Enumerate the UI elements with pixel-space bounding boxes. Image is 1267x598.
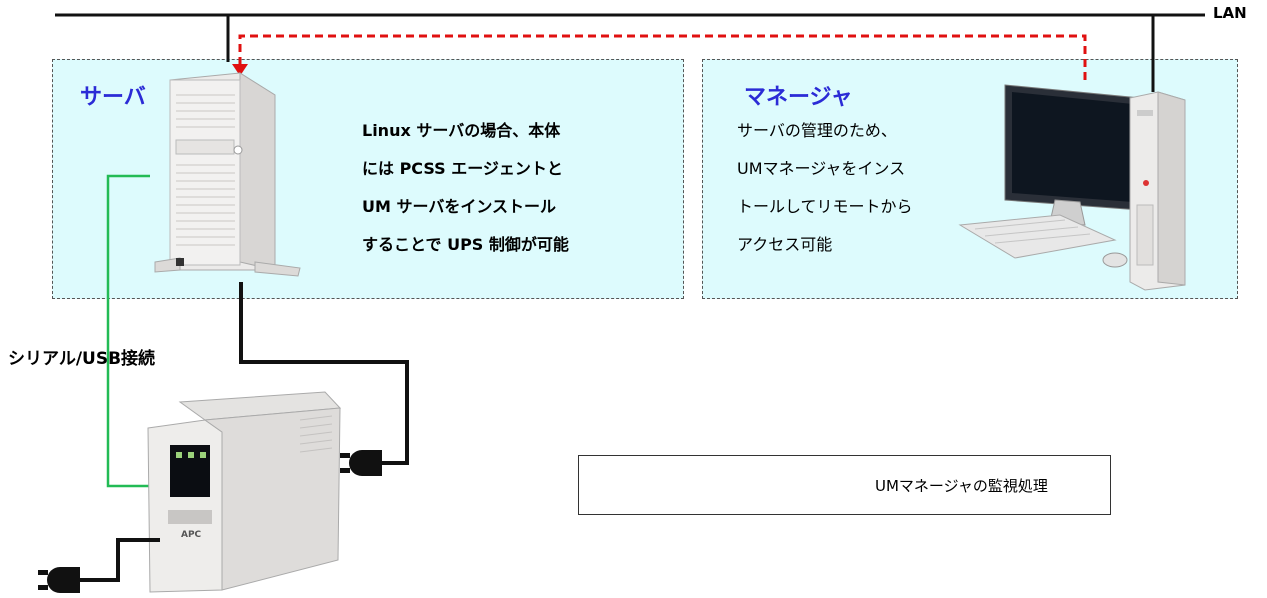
manager-desc-line: サーバの管理のため、 xyxy=(737,121,897,140)
legend-box: UMマネージャの監視処理 xyxy=(578,455,1111,515)
ups-brand-label: APC xyxy=(181,530,202,540)
lan-label: LAN xyxy=(1213,4,1247,22)
desktop-pc-image xyxy=(958,84,1186,291)
manager-description: サーバの管理のため、 UMマネージャをインス トールしてリモートから アクセス可… xyxy=(737,112,913,264)
server-tower-image xyxy=(154,72,301,277)
server-power-cable xyxy=(239,282,409,465)
ups-input-plug xyxy=(38,567,80,593)
manager-desc-line: トールしてリモートから xyxy=(737,197,913,216)
server-desc-line: することで UPS 制御が可能 xyxy=(362,235,569,254)
server-desc-line: には PCSS エージェントと xyxy=(362,159,563,178)
server-title: サーバ xyxy=(80,85,146,110)
serial-usb-cable xyxy=(106,174,150,488)
legend-label: UMマネージャの監視処理 xyxy=(875,477,1048,495)
server-description: Linux サーバの場合、本体 には PCSS エージェントと UM サーバをイ… xyxy=(362,112,569,264)
server-power-plug xyxy=(340,450,382,476)
server-zone xyxy=(52,59,684,299)
server-desc-line: Linux サーバの場合、本体 xyxy=(362,121,561,140)
manager-desc-line: UMマネージャをインス xyxy=(737,159,906,178)
monitor-arrow xyxy=(232,34,1087,80)
ups-input-cable xyxy=(80,538,160,582)
manager-desc-line: アクセス可能 xyxy=(737,235,833,254)
ups-image xyxy=(147,391,342,593)
serial-usb-label: シリアル/USB接続 xyxy=(8,349,156,369)
manager-title: マネージャ xyxy=(744,85,853,110)
server-desc-line: UM サーバをインストール xyxy=(362,197,557,216)
